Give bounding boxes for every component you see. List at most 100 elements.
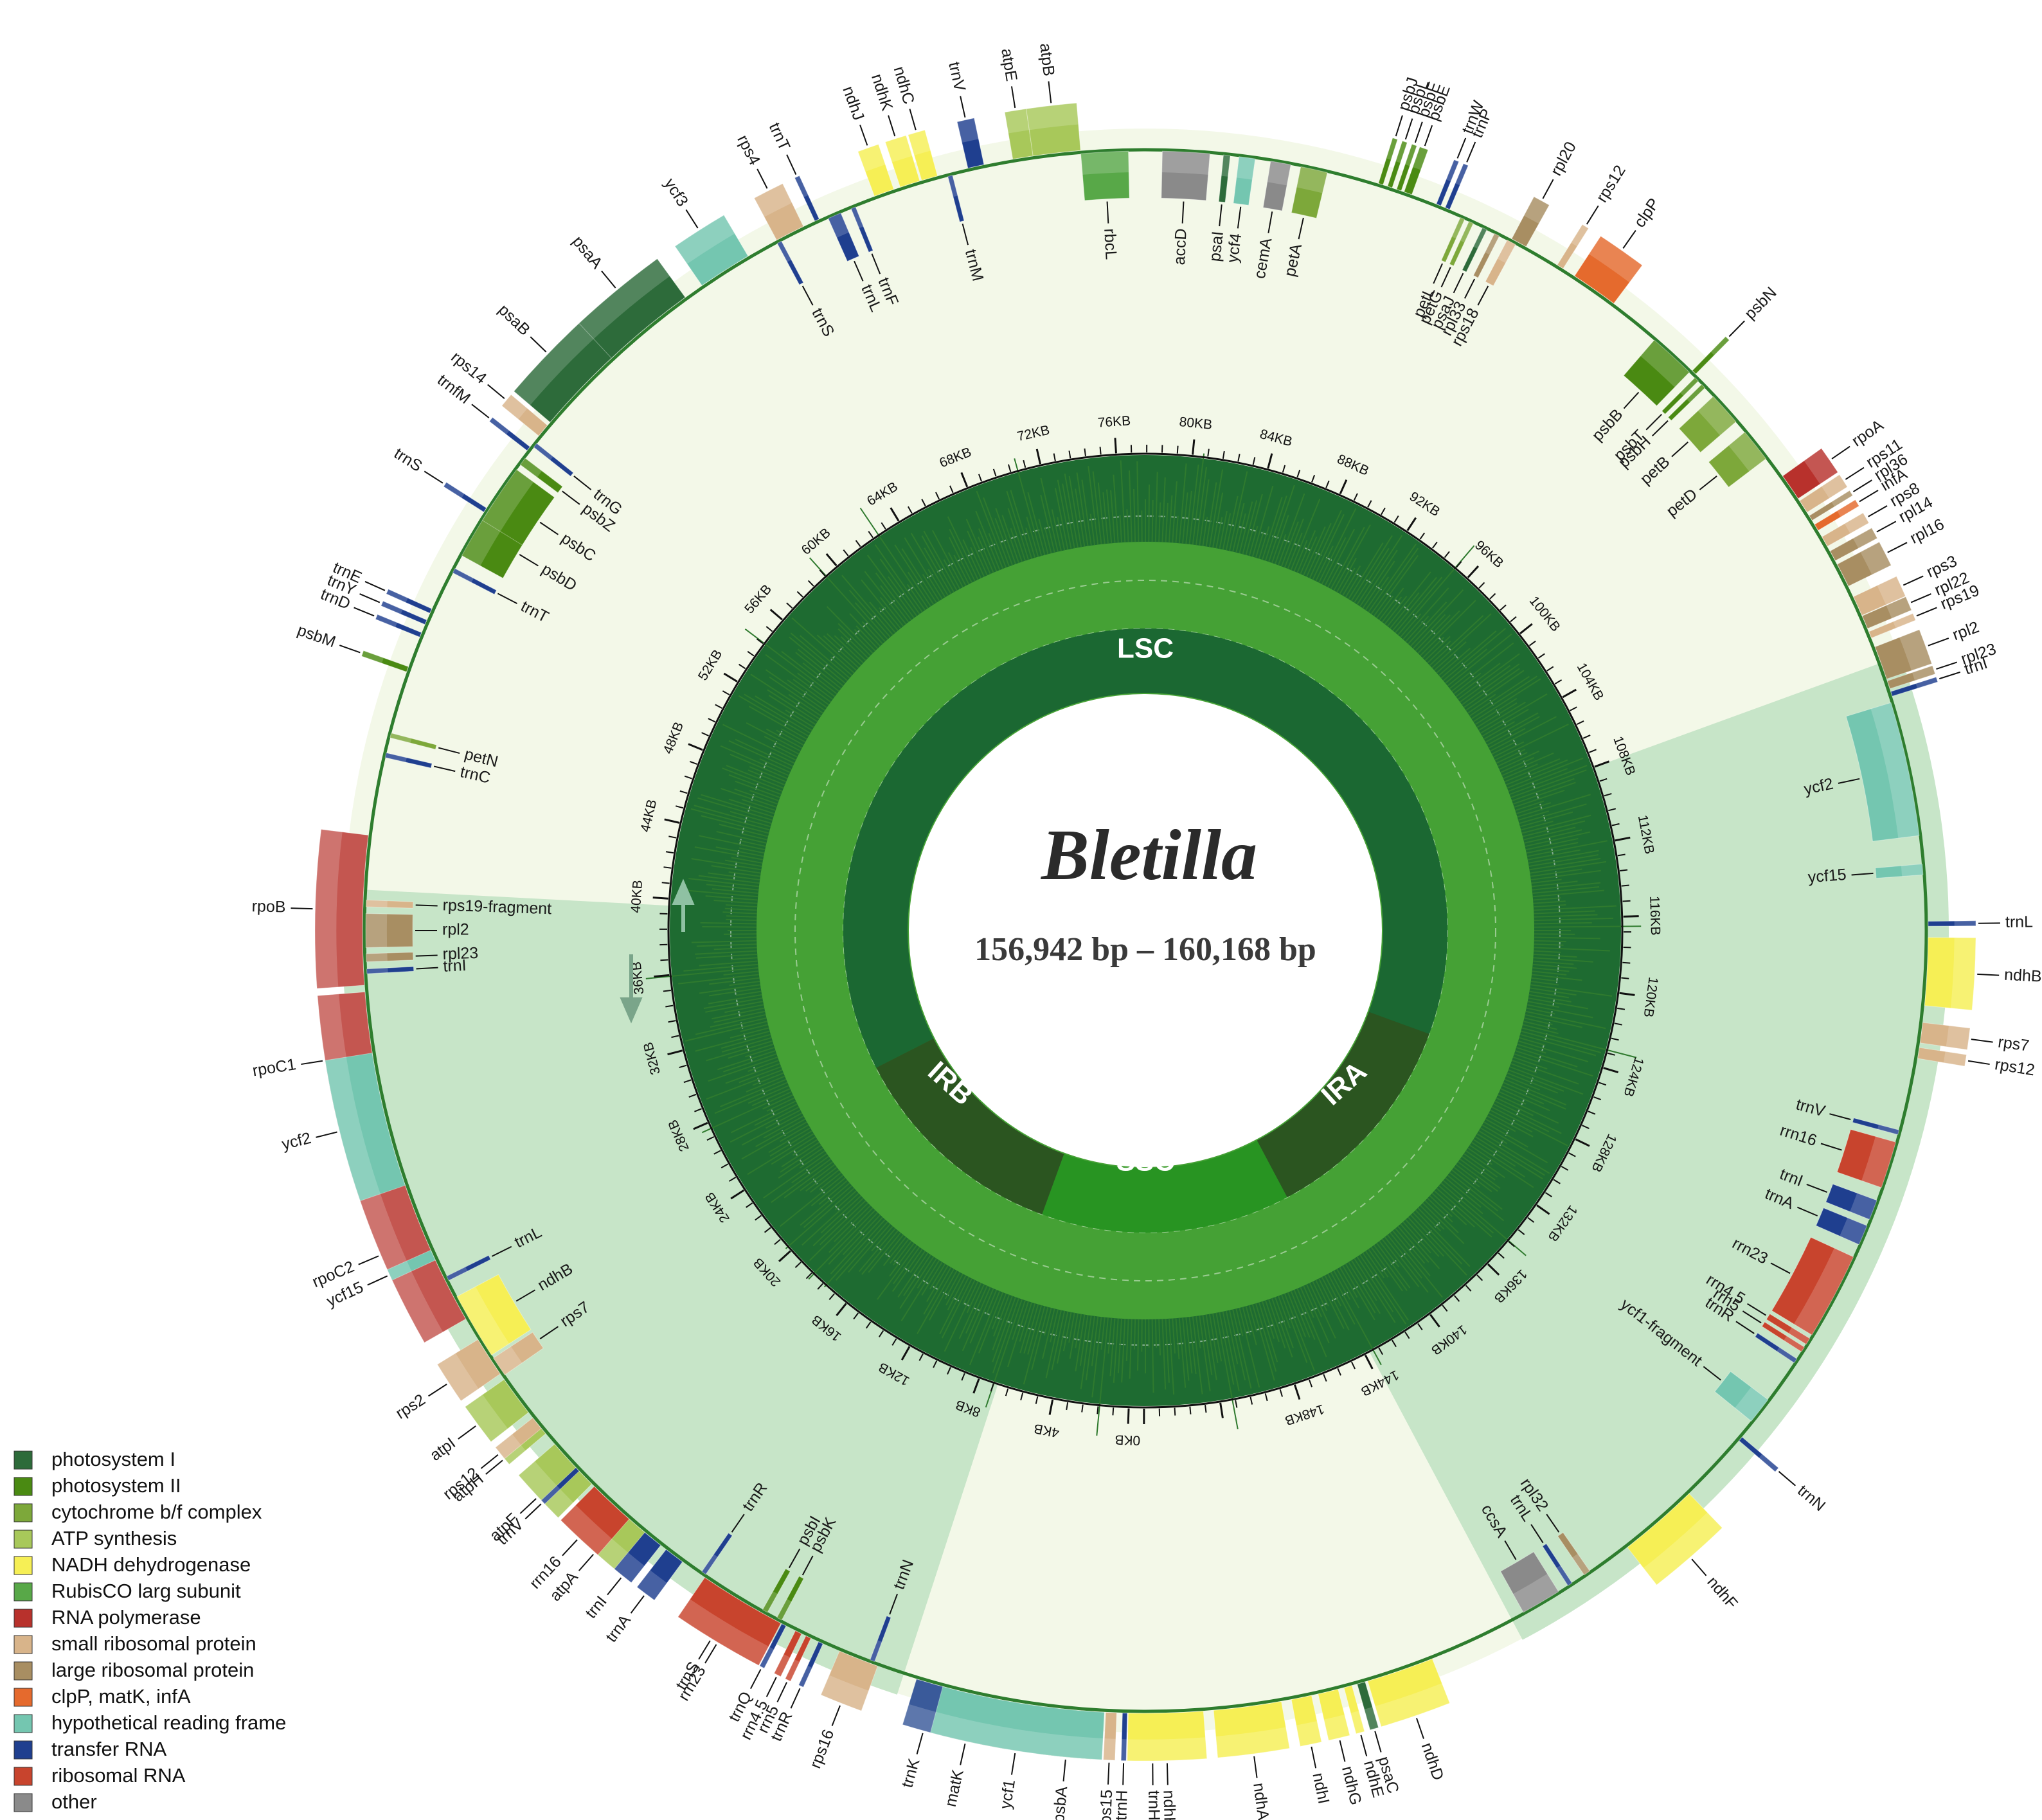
gc-bar [701, 815, 769, 834]
tick-mark [665, 1004, 674, 1008]
gene-block [1103, 1711, 1117, 1761]
gene-block [386, 589, 433, 614]
gc-bar [1271, 1298, 1293, 1358]
gc-bar [1527, 1004, 1593, 1019]
gene-block-shade [776, 1599, 792, 1620]
gene-leader-line [1820, 1143, 1842, 1151]
gc-bar [741, 799, 776, 811]
gene-block [1291, 1695, 1322, 1747]
gene-block [1436, 159, 1460, 206]
tick-mark [652, 897, 668, 900]
gc-bar [1499, 750, 1540, 771]
gc-bar [962, 539, 982, 579]
gc-bar [1275, 1296, 1294, 1348]
gc-bar [785, 1188, 855, 1249]
tick-mark [1267, 453, 1273, 469]
gc-bar [967, 530, 988, 576]
gc-bar [1232, 1309, 1252, 1389]
gene-leader-line [704, 1644, 717, 1664]
gc-bar [1096, 1317, 1109, 1436]
gc-bar [728, 740, 792, 771]
tick-mark [1339, 479, 1348, 495]
gene-leader-line [519, 554, 539, 567]
gc-bar [1523, 1021, 1557, 1030]
gene-leader-line [1778, 1470, 1796, 1486]
gc-bar [747, 1133, 814, 1175]
gc-bar [1530, 984, 1613, 997]
gc-bar [701, 794, 774, 818]
legend-label: cytochrome b/f complex [51, 1501, 262, 1523]
gc-bar [1531, 880, 1578, 888]
gc-bar [1315, 546, 1334, 582]
gc-bar [944, 1281, 979, 1352]
tick-mark [1419, 532, 1426, 540]
gc-bar [1001, 515, 1019, 564]
gc-bar [697, 797, 773, 821]
gene-block-shade [390, 733, 412, 744]
legend-label: RubisCO larg subunit [51, 1580, 241, 1602]
gc-bar [1392, 1230, 1431, 1276]
gc-bar [1102, 492, 1109, 544]
gc-bar [678, 974, 760, 985]
gc-bar [1324, 528, 1356, 586]
gc-bar [1057, 479, 1072, 549]
gene-block [1387, 140, 1408, 188]
gc-bar [784, 1161, 834, 1199]
gc-bar [750, 674, 820, 720]
gc-bar [713, 947, 757, 950]
gc-bar [1228, 471, 1248, 551]
gc-bar [1293, 540, 1308, 572]
gc-bar [1354, 1258, 1396, 1323]
gene-block [1378, 137, 1398, 186]
gc-bar [789, 636, 846, 684]
tick-mark [1392, 1339, 1397, 1348]
gene-block-shade [1950, 937, 1976, 1010]
gc-bar [1129, 1319, 1133, 1379]
gc-bar [1370, 1246, 1403, 1292]
gene-block [1213, 1700, 1290, 1758]
gene-block-shade [1788, 1327, 1810, 1344]
gc-bar [1515, 1050, 1593, 1077]
gene-label: accD [1170, 228, 1190, 265]
gc-bar [793, 679, 830, 706]
gc-bar [741, 1121, 807, 1160]
gc-bar [901, 548, 937, 603]
gene-leader-line [1404, 118, 1413, 140]
gene-block-shade [1831, 490, 1853, 507]
gc-bar [1407, 1217, 1445, 1257]
gene-block-shade [1861, 1136, 1896, 1188]
gene-block-shade [851, 206, 864, 229]
legend-swatch [13, 1635, 33, 1654]
tick-mark [701, 732, 709, 736]
gc-bar [1315, 1280, 1329, 1307]
gene-block [614, 1531, 661, 1584]
tick-mark [1035, 449, 1041, 465]
tick-mark [786, 602, 793, 609]
legend-label: photosystem I [51, 1448, 175, 1470]
gene-block-shade [1026, 103, 1079, 130]
gene-block-shade [759, 1646, 775, 1668]
gene-block [1291, 166, 1328, 219]
gc-bar [763, 1115, 804, 1139]
tick-mark [900, 1346, 911, 1361]
tick-mark [661, 882, 670, 884]
gc-bar [1339, 1267, 1358, 1298]
gc-bar [1192, 1316, 1203, 1395]
gene-block [1861, 596, 1912, 629]
gc-bar [1389, 1232, 1443, 1298]
gene-leader-line [1910, 593, 1931, 603]
tick-mark [933, 1360, 938, 1368]
gc-bar [1069, 1313, 1079, 1359]
gc-bar [1455, 1164, 1492, 1192]
gc-bar [1516, 802, 1552, 815]
gene-label: ndhI [1309, 1771, 1332, 1805]
gc-bar [958, 1284, 985, 1339]
tick-mark [961, 1373, 965, 1381]
gc-bar [799, 635, 850, 679]
tick-mark [1582, 1125, 1590, 1129]
gene-leader-line [339, 645, 361, 654]
gc-bar [834, 1205, 871, 1242]
gc-bar [899, 1256, 935, 1309]
gene-block [677, 1577, 782, 1666]
